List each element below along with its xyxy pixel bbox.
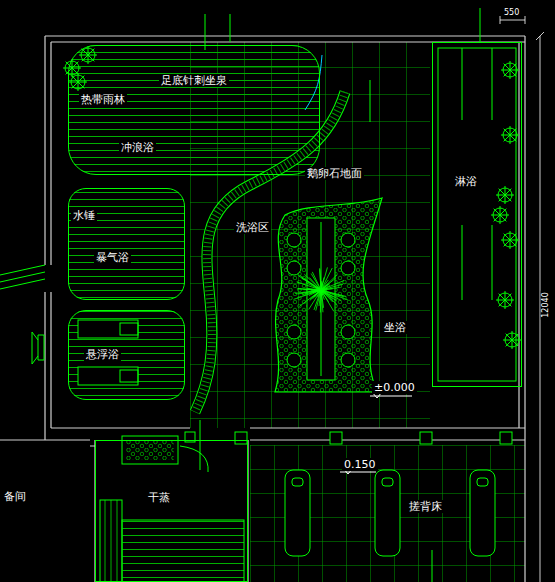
area-name: 搓背床 — [407, 500, 444, 513]
pool-name: 水锤 — [71, 209, 97, 222]
area-name: 坐浴 — [382, 321, 408, 334]
pool-name: 悬浮浴 — [84, 348, 121, 361]
area-name: 热带雨林 — [79, 93, 127, 106]
level-mark: ±0.000 — [372, 381, 417, 394]
shower-strip: 淋浴 — [432, 42, 522, 387]
pool-name: 足底针刺坐泉 — [159, 74, 229, 87]
pool-outline: 足底针刺坐泉热带雨林冲浪浴 — [68, 45, 320, 175]
room-name: 干蒸 — [146, 491, 172, 504]
dimension: 550 — [502, 8, 521, 18]
area-name: 淋浴 — [453, 175, 479, 188]
floor-note: 鹅卵石地面 — [305, 167, 364, 180]
pool-outline: 水锤暴气浴 — [68, 188, 185, 300]
pool-name: 暴气浴 — [94, 251, 131, 264]
level-mark: 0.150 — [342, 458, 378, 471]
pool-outline: 悬浮浴 — [68, 310, 185, 400]
pool-name: 冲浪浴 — [119, 141, 156, 154]
room-name: 备间 — [2, 490, 28, 503]
sauna-room: 干蒸 — [95, 440, 248, 582]
area-name: 洗浴区 — [234, 221, 271, 234]
dimension: 12040 — [541, 290, 551, 319]
